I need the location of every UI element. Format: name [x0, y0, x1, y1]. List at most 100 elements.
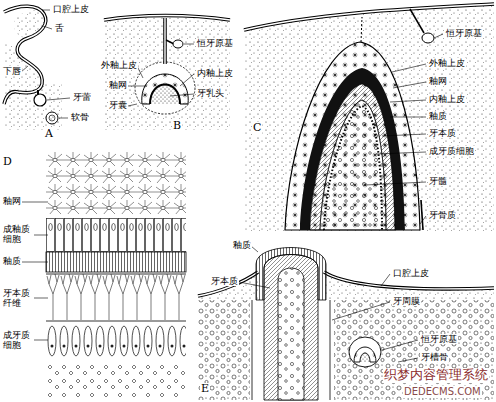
panel-d-histology-part [46, 274, 186, 321]
panel-e-erupting-tooth-part [264, 255, 318, 401]
panel-d-histology-part [46, 322, 186, 360]
leader-lines-part [434, 34, 443, 38]
part-label: 成牙质 细胞 [2, 330, 34, 351]
leader-lines [21, 10, 443, 362]
leader-lines-part [392, 64, 426, 72]
panel-c-bell-stage-part [244, 4, 494, 30]
leader-lines-part [393, 82, 426, 88]
part-label: 釉质 [232, 240, 252, 250]
part-label: 外釉上皮 [100, 60, 138, 70]
part-label: 口腔上皮 [392, 268, 430, 278]
panel-a-embryo-jaw-part [4, 6, 46, 104]
panel-d-histology-part [46, 152, 186, 214]
panel-a-embryo-jaw-part [49, 115, 55, 121]
panel-e-erupting-tooth-part [198, 272, 258, 300]
leader-lines-part [42, 10, 50, 11]
panel-a-embryo-jaw-part [4, 44, 62, 130]
panel-b-cap-stage-part [150, 85, 180, 105]
part-label: 舌 [54, 23, 65, 33]
leader-lines-part [390, 100, 426, 102]
panel-d-histology-part [46, 274, 186, 320]
panel-e-erupting-tooth-part [252, 300, 330, 400]
panel-e-erupting-tooth-part [360, 353, 370, 362]
panel-c-bell-stage-part [300, 68, 405, 230]
panel-e-erupting-tooth-part [349, 337, 381, 367]
part-label: 软骨 [70, 112, 90, 122]
panel-a-embryo-jaw-part [4, 6, 46, 104]
panel-letter: A [44, 128, 54, 141]
leader-lines-part [59, 118, 68, 119]
panel-c-bell-stage-part [361, 17, 362, 42]
panel-c-bell-stage-part [324, 106, 382, 230]
panel-a-embryo-jaw-part [34, 94, 46, 106]
panel-e-erupting-tooth-part [278, 268, 304, 400]
part-label: 牙骨质 [428, 210, 457, 220]
panel-b-cap-stage-part [142, 74, 188, 104]
part-label: 内釉上皮 [428, 94, 466, 104]
panel-b-cap-stage-part [150, 85, 180, 105]
part-label: 外釉上皮 [428, 58, 466, 68]
panel-e-erupting-tooth-part [334, 300, 494, 400]
part-label: 釉网 [108, 80, 128, 90]
part-label: 恒牙原基 [420, 334, 458, 344]
part-label: 成釉质 细胞 [2, 224, 34, 245]
panel-c-bell-stage-part [320, 100, 386, 230]
part-label: 牙槽骨 [420, 352, 449, 362]
part-label: 内釉上皮 [196, 68, 234, 78]
leader-lines-part [251, 246, 258, 252]
leader-lines-part [376, 152, 426, 154]
leader-lines-part [34, 235, 48, 236]
part-label: 下唇 [2, 66, 22, 76]
watermark: DEDECMS.COM [403, 386, 482, 398]
leader-lines-part [332, 302, 390, 320]
leader-lines-part [239, 282, 270, 288]
panel-b-cap-stage-part [135, 62, 195, 114]
part-label: 釉质 [428, 111, 448, 121]
panel-d-histology-part [46, 362, 186, 398]
panel-b-cap-stage-part [173, 40, 183, 48]
leader-lines-part [34, 298, 48, 299]
panel-e-erupting-tooth-part [198, 300, 250, 400]
panel-letter: C [252, 122, 262, 135]
part-label: 牙本质 纤维 [2, 288, 34, 309]
panel-d-histology [46, 152, 186, 398]
leader-lines-part [381, 274, 390, 286]
panel-c-bell-stage-part [310, 84, 395, 230]
panel-c-bell-stage-part [244, 4, 494, 30]
part-label: 釉质 [2, 256, 22, 266]
panel-letter: D [2, 156, 13, 169]
leader-lines-part [47, 98, 70, 100]
part-label: 釉网 [428, 76, 448, 86]
panel-a-embryo-jaw-part [46, 112, 58, 124]
part-label: 牙囊 [108, 100, 128, 110]
part-label: 牙本质 [428, 128, 457, 138]
part-label: 牙蕾 [72, 92, 92, 102]
leader-lines-part [365, 182, 426, 185]
panel-letter: B [172, 120, 182, 133]
leader-lines-part [34, 340, 48, 341]
leader-lines-part [21, 66, 28, 72]
part-label: 恒牙原基 [445, 28, 483, 38]
part-label: 牙乳头 [196, 88, 225, 98]
leader-lines-part [170, 94, 194, 96]
panel-d-histology-part [46, 218, 186, 252]
panel-a-embryo-jaw-part [14, 10, 46, 38]
panel-c-bell-stage-part [421, 200, 423, 230]
panel-c-bell-stage-part [422, 33, 434, 43]
leader-lines-part [398, 358, 418, 362]
leader-lines-part [43, 26, 52, 29]
leader-lines-part [382, 134, 426, 136]
part-label: 釉网 [2, 196, 22, 206]
leader-lines-part [128, 86, 147, 87]
panel-e-erupting-tooth-part [278, 268, 304, 400]
leader-lines-part [390, 117, 426, 118]
leader-lines-part [22, 202, 48, 203]
part-label: 牙髓 [428, 176, 448, 186]
leader-lines-part [382, 340, 418, 350]
panel-e-erupting-tooth-part [354, 347, 376, 362]
panel-e-erupting-tooth [198, 248, 494, 401]
part-label: 牙周膜 [392, 296, 421, 306]
panel-d-histology-part [46, 252, 186, 272]
